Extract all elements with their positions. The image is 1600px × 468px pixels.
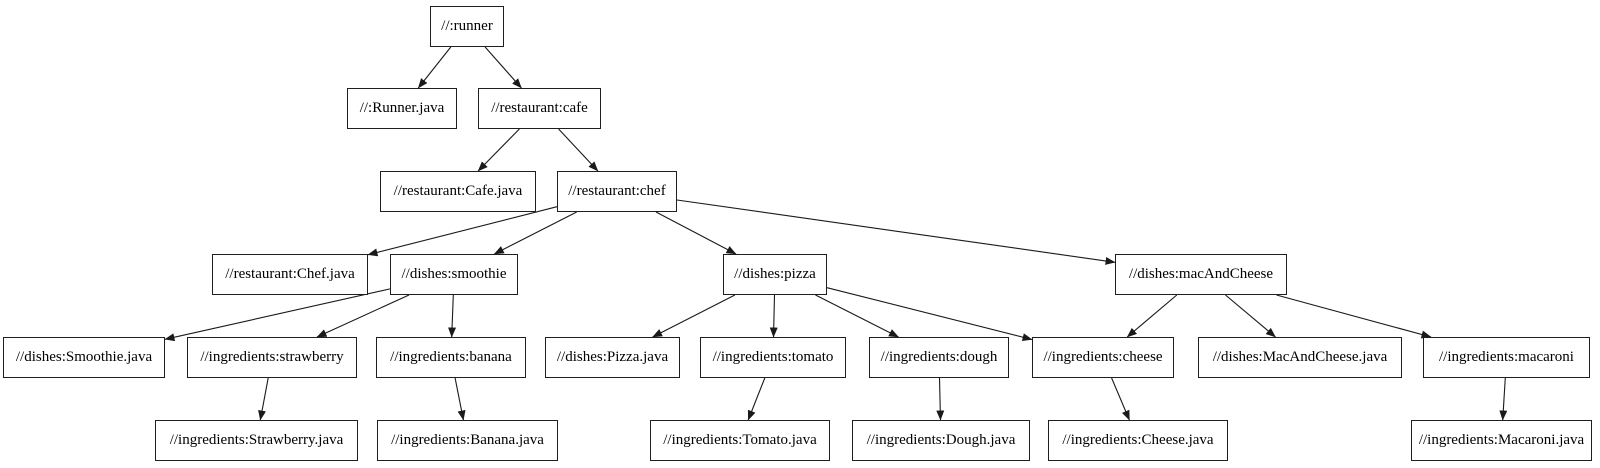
node-dough-java: //ingredients:Dough.java <box>852 420 1030 461</box>
node-cafe: //restaurant:cafe <box>478 88 601 129</box>
edge-smoothie-to-smoothie-java <box>164 288 391 342</box>
node-tomato: //ingredients:tomato <box>700 337 846 378</box>
node-dough: //ingredients:dough <box>869 337 1009 378</box>
node-mac-and-cheese-java: //dishes:MacAndCheese.java <box>1198 337 1402 378</box>
node-banana: //ingredients:banana <box>376 337 526 378</box>
node-smoothie-java: //dishes:Smoothie.java <box>3 337 165 378</box>
node-chef-java: //restaurant:Chef.java <box>212 254 368 295</box>
edge-mac-and-cheese-to-cheese <box>1126 294 1178 338</box>
edge-mac-and-cheese-to-mac-and-cheese-java <box>1225 294 1276 338</box>
edge-pizza-to-dough <box>815 294 899 338</box>
edge-banana-to-banana-java <box>454 377 466 421</box>
edge-runner-to-runner-java <box>417 46 452 89</box>
edge-pizza-to-pizza-java <box>652 294 736 338</box>
edge-cafe-to-cafe-java <box>477 128 520 172</box>
node-pizza-java: //dishes:Pizza.java <box>545 337 680 378</box>
edge-runner-to-cafe <box>484 46 522 89</box>
edge-chef-to-pizza <box>655 211 737 255</box>
node-strawberry: //ingredients:strawberry <box>187 337 357 378</box>
edge-cafe-to-chef <box>558 128 599 172</box>
edge-tomato-to-tomato-java <box>747 377 766 421</box>
edge-dough-to-dough-java <box>936 377 945 421</box>
edge-smoothie-to-strawberry <box>316 294 410 338</box>
edge-chef-to-smoothie <box>493 211 577 255</box>
node-macaroni: //ingredients:macaroni <box>1423 337 1590 378</box>
node-cafe-java: //restaurant:Cafe.java <box>380 171 536 212</box>
node-smoothie: //dishes:smoothie <box>390 254 518 295</box>
edge-mac-and-cheese-to-macaroni <box>1276 294 1432 339</box>
node-cheese-java: //ingredients:Cheese.java <box>1048 420 1228 461</box>
edge-chef-to-chef-java <box>367 206 558 257</box>
edge-pizza-to-tomato <box>769 294 778 338</box>
edge-strawberry-to-strawberry-java <box>258 377 269 421</box>
edge-smoothie-to-banana <box>448 294 457 338</box>
node-runner: //:runner <box>430 6 504 47</box>
node-macaroni-java: //ingredients:Macaroni.java <box>1411 420 1592 461</box>
node-banana-java: //ingredients:Banana.java <box>377 420 558 461</box>
edge-chef-to-mac-and-cheese <box>676 199 1116 265</box>
node-strawberry-java: //ingredients:Strawberry.java <box>155 420 358 461</box>
node-runner-java: //:Runner.java <box>347 88 457 129</box>
node-tomato-java: //ingredients:Tomato.java <box>650 420 830 461</box>
node-chef: //restaurant:chef <box>557 171 677 212</box>
node-pizza: //dishes:pizza <box>723 254 827 295</box>
edge-pizza-to-cheese <box>826 287 1033 342</box>
node-mac-and-cheese: //dishes:macAndCheese <box>1115 254 1287 295</box>
edge-macaroni-to-macaroni-java <box>1499 377 1508 421</box>
node-cheese: //ingredients:cheese <box>1032 337 1174 378</box>
edge-cheese-to-cheese-java <box>1111 377 1130 421</box>
